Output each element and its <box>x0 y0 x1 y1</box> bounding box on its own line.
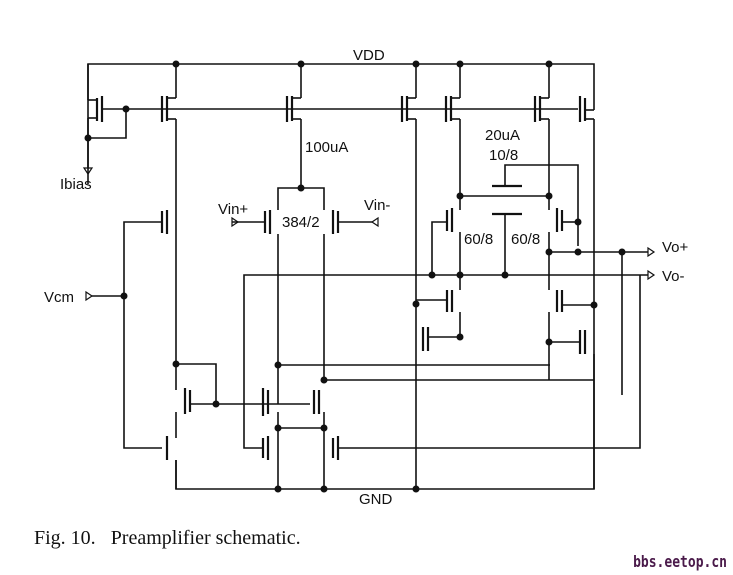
input-diff-pair <box>231 187 379 404</box>
left-size-label: 60/8 <box>464 231 493 248</box>
ibias-label: Ibias <box>60 176 92 193</box>
vcm-label: Vcm <box>44 289 74 306</box>
vo-plus-label: Vo+ <box>662 239 689 256</box>
nmos-bottom-stage <box>165 274 641 489</box>
vcm-transistor <box>85 210 169 449</box>
load-network <box>416 164 656 489</box>
vdd-label: VDD <box>353 47 385 64</box>
input-size-label: 384/2 <box>282 214 320 231</box>
caption-label: Fig. 10. <box>34 527 96 549</box>
vo-minus-label: Vo- <box>662 268 685 285</box>
pmos-current-sources <box>160 64 595 489</box>
watermark: bbs.eetop.cn <box>633 553 727 572</box>
vin-minus-label: Vin- <box>364 197 390 214</box>
tail-current-label: 100uA <box>305 139 348 156</box>
gnd-rail <box>175 345 595 490</box>
gnd-label: GND <box>359 491 393 508</box>
right-size-label: 60/8 <box>511 231 540 248</box>
junction-dots <box>84 60 626 493</box>
load-size-label: 10/8 <box>489 147 518 164</box>
caption-text: Preamplifier schematic. <box>110 527 301 549</box>
bias-pmos <box>82 64 127 176</box>
load-current-label: 20uA <box>485 127 520 144</box>
vin-plus-label: Vin+ <box>218 201 248 218</box>
figure-caption: Fig. 10. Preamplifier schematic. <box>34 527 301 550</box>
vdd-rail <box>87 63 595 184</box>
